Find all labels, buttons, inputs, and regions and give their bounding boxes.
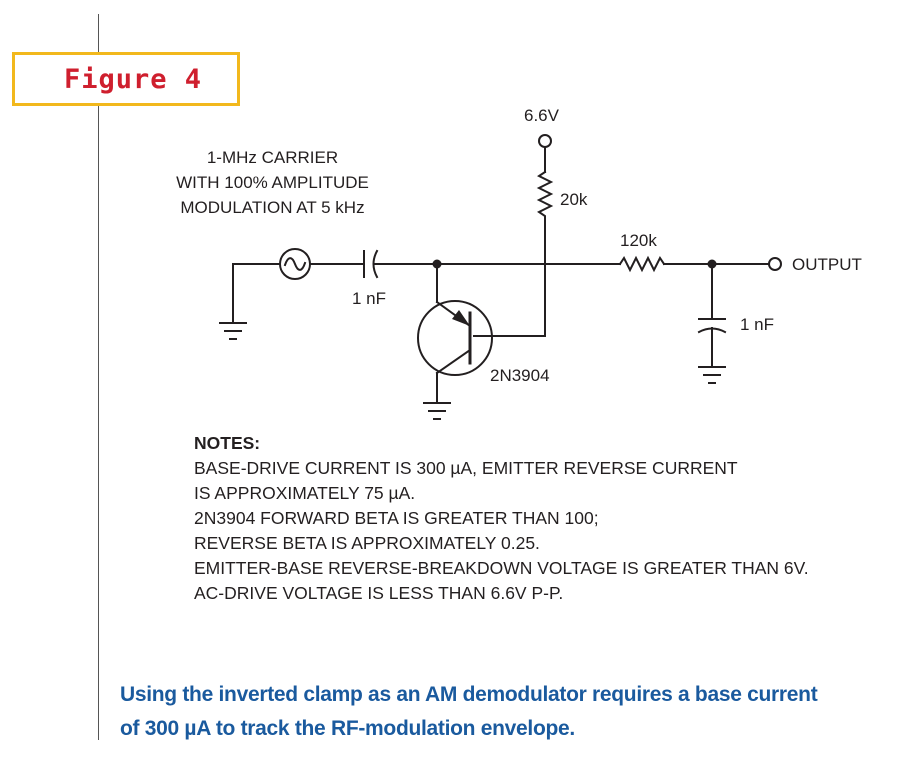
- ac-source-icon: [279, 248, 311, 280]
- coupling-cap-label: 1 nF: [352, 289, 387, 308]
- notes-line: BASE-DRIVE CURRENT IS 300 µA, EMITTER RE…: [194, 458, 738, 478]
- notes-line: 2N3904 FORWARD BETA IS GREATER THAN 100;: [194, 508, 599, 528]
- caption-line-2: of 300 µA to track the RF-modulation env…: [120, 717, 575, 740]
- output-terminal: [768, 257, 782, 271]
- notes-line: IS APPROXIMATELY 75 µA.: [194, 483, 416, 503]
- series-resistor-icon: [618, 255, 666, 273]
- source-line-2: WITH 100% AMPLITUDE: [176, 173, 369, 192]
- supply-voltage-label: 6.6V: [524, 106, 559, 125]
- pullup-resistor-label: 20k: [560, 190, 588, 209]
- filter-cap-label: 1 nF: [740, 315, 775, 334]
- figure-caption: Using the inverted clamp as an AM demodu…: [120, 678, 890, 746]
- notes-block: NOTES: BASE-DRIVE CURRENT IS 300 µA, EMI…: [194, 431, 809, 606]
- figure-title-box: Figure 4: [12, 52, 240, 106]
- coupling-capacitor-icon: [363, 249, 379, 279]
- notes-title: NOTES:: [194, 433, 261, 453]
- caption-line-1: Using the inverted clamp as an AM demodu…: [120, 683, 818, 706]
- filter-capacitor-icon: [697, 263, 727, 367]
- notes-line: REVERSE BETA IS APPROXIMATELY 0.25.: [194, 533, 540, 553]
- notes-line: EMITTER-BASE REVERSE-BREAKDOWN VOLTAGE I…: [194, 558, 809, 578]
- transistor-2n3904-icon: [417, 267, 493, 403]
- pullup-resistor-icon: [536, 170, 554, 265]
- source-line-1: 1-MHz CARRIER: [206, 148, 339, 167]
- base-junction-dot: [432, 259, 442, 269]
- notes-line: AC-DRIVE VOLTAGE IS LESS THAN 6.6V P-P.: [194, 583, 564, 603]
- source-line-3: MODULATION AT 5 kHz: [180, 198, 365, 217]
- supply-terminal: [538, 134, 552, 148]
- wire-collector: [473, 263, 546, 337]
- page-margin-rule: [98, 14, 99, 740]
- ground-symbol-transistor: [423, 402, 451, 420]
- output-label: OUTPUT: [792, 255, 862, 274]
- transistor-label: 2N3904: [490, 366, 550, 385]
- series-resistor-label: 120k: [620, 231, 657, 250]
- source-ground-wire: [232, 263, 280, 323]
- ground-symbol-filter: [698, 366, 726, 384]
- figure-title: Figure 4: [64, 63, 203, 95]
- source-description: 1-MHz CARRIER WITH 100% AMPLITUDE MODULA…: [150, 145, 395, 220]
- ground-symbol-source: [219, 322, 247, 340]
